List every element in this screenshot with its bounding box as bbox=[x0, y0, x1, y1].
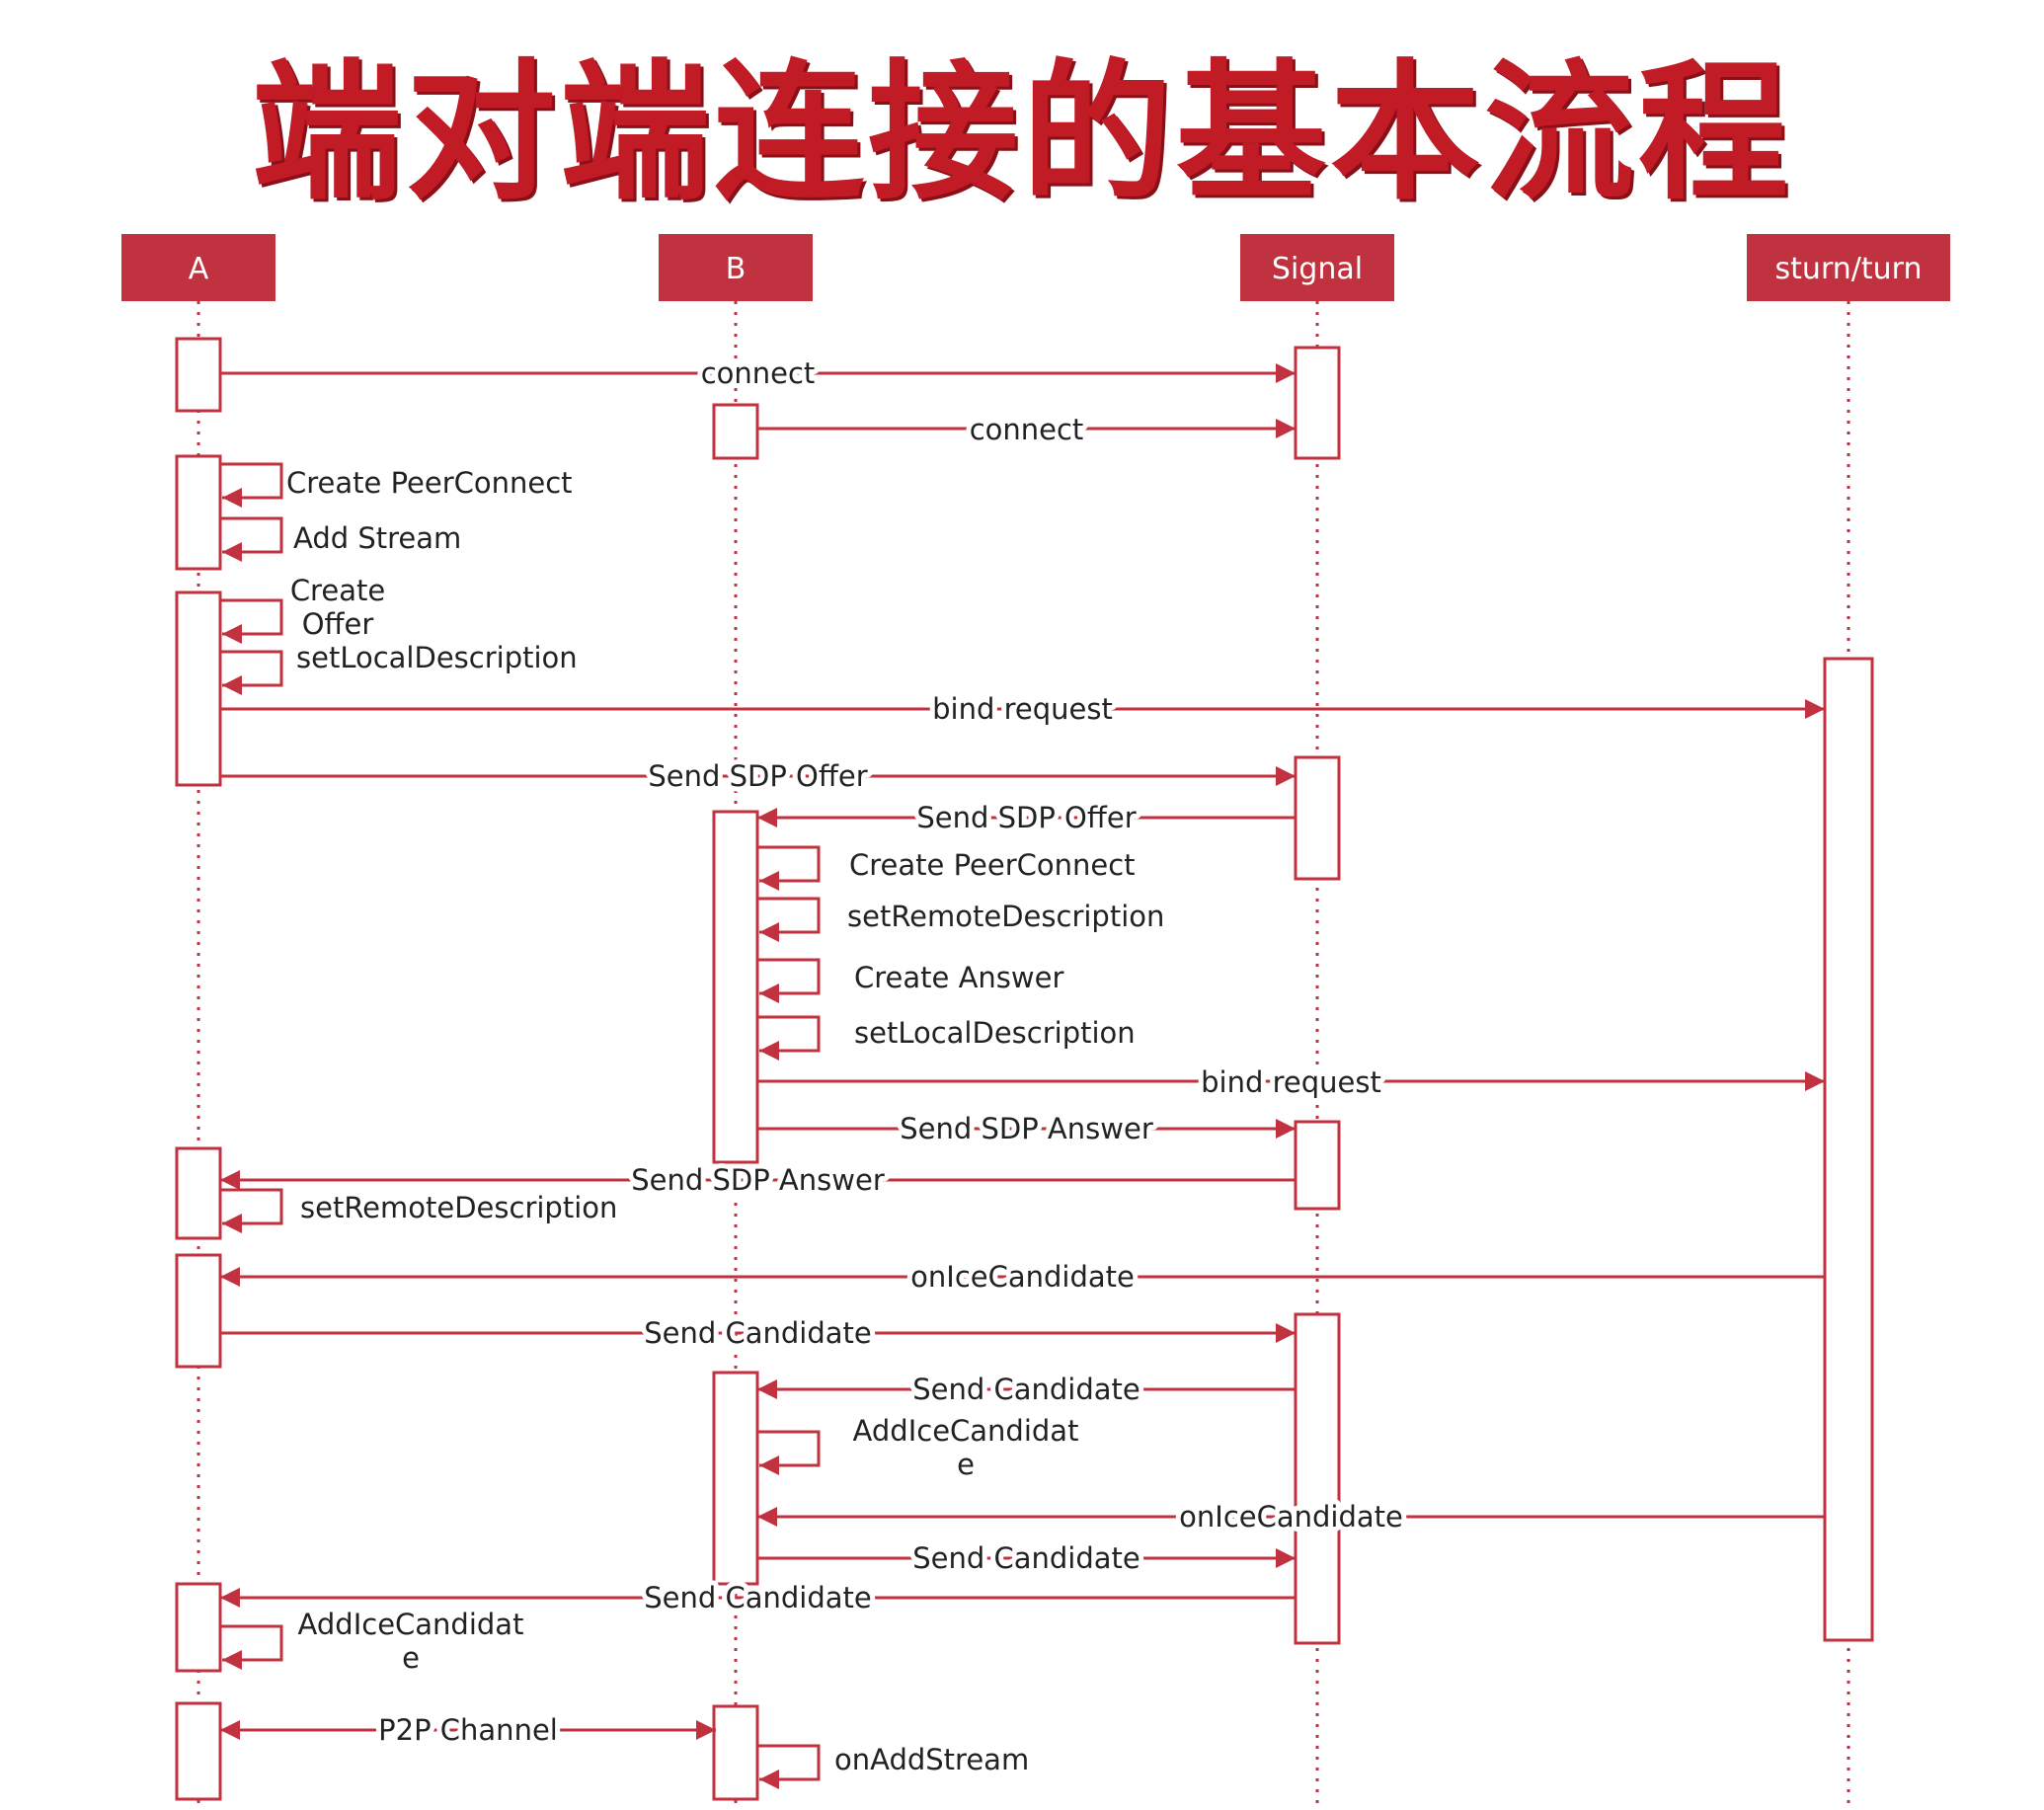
message-onicecandidate: onIceCandidate bbox=[220, 1255, 1825, 1298]
activation-box-a bbox=[175, 590, 222, 787]
self-message-arrow bbox=[757, 1015, 821, 1061]
message-bind-request: bind request bbox=[757, 1061, 1825, 1104]
participant-label-a: A bbox=[189, 252, 209, 286]
message-add-stream: Add Stream bbox=[220, 516, 461, 562]
participant-sturn-turn: sturn/turn bbox=[1747, 234, 1950, 301]
message-send-candidate: Send Candidate bbox=[220, 1576, 1296, 1619]
self-message-arrow bbox=[220, 1188, 283, 1233]
message-label: Send Candidate bbox=[912, 1541, 1140, 1575]
message-onaddstream: onAddStream bbox=[757, 1743, 1029, 1789]
activation-box-b bbox=[712, 1704, 759, 1801]
message-label: Send Candidate bbox=[912, 1373, 1140, 1406]
self-message-arrow bbox=[220, 1624, 283, 1670]
message-send-sdp-answer: Send SDP Answer bbox=[220, 1158, 1296, 1202]
message-label: Create bbox=[290, 574, 385, 607]
message-connect: connect bbox=[220, 352, 1296, 395]
participant-label-signal: Signal bbox=[1272, 252, 1363, 286]
activation-box-signal bbox=[1294, 755, 1341, 881]
message-onicecandidate: onIceCandidate bbox=[757, 1495, 1825, 1538]
message-label: bind request bbox=[1201, 1065, 1381, 1099]
message-label: connect bbox=[701, 356, 816, 390]
message-send-candidate: Send Candidate bbox=[757, 1368, 1296, 1411]
activation-box-a bbox=[175, 1582, 222, 1673]
activation-box-b bbox=[712, 810, 759, 1164]
message-label: setLocalDescription bbox=[296, 641, 578, 674]
message-setremotedescription: setRemoteDescription bbox=[757, 897, 1164, 942]
self-message-arrow bbox=[220, 462, 283, 508]
message-connect: connect bbox=[757, 408, 1296, 451]
diagram-title: 端对端连接的基本流程 bbox=[252, 45, 1792, 220]
message-label: Add Stream bbox=[293, 521, 461, 555]
participant-box-sturn-turn bbox=[1747, 234, 1950, 301]
self-message-arrow bbox=[220, 598, 283, 644]
participant-b: B bbox=[659, 234, 813, 301]
participant-label-b: B bbox=[726, 252, 747, 286]
activation-box-b bbox=[712, 1371, 759, 1586]
message-label: Send Candidate bbox=[644, 1581, 872, 1614]
message-label: onIceCandidate bbox=[1179, 1500, 1403, 1534]
activation-box-a bbox=[175, 1146, 222, 1240]
message-label: e bbox=[957, 1448, 975, 1481]
message-label: Send SDP Answer bbox=[631, 1163, 885, 1197]
self-message-arrow bbox=[757, 845, 821, 891]
message-label: setRemoteDescription bbox=[300, 1191, 617, 1224]
message-label: setLocalDescription bbox=[854, 1016, 1136, 1050]
message-label: P2P Channel bbox=[378, 1713, 558, 1747]
activation-box-a bbox=[175, 337, 222, 413]
message-label: Send SDP Answer bbox=[900, 1112, 1153, 1145]
message-label: Create PeerConnect bbox=[849, 848, 1136, 882]
message-label: bind request bbox=[932, 692, 1113, 726]
participant-box-b bbox=[659, 234, 813, 301]
activation-box-sturn-turn bbox=[1823, 657, 1874, 1642]
activation-box-a bbox=[175, 1701, 222, 1801]
activation-box-signal bbox=[1294, 346, 1341, 460]
self-message-arrow bbox=[757, 958, 821, 1003]
activation-box-a bbox=[175, 454, 222, 571]
message-label: connect bbox=[970, 413, 1084, 446]
message-send-candidate: Send Candidate bbox=[220, 1311, 1296, 1355]
message-create-answer: Create Answer bbox=[757, 958, 1063, 1003]
message-send-candidate: Send Candidate bbox=[757, 1536, 1296, 1580]
message-label: Send SDP Offer bbox=[916, 801, 1136, 834]
message-bind-request: bind request bbox=[220, 687, 1825, 731]
message-label: e bbox=[402, 1641, 420, 1675]
message-label: Offer bbox=[302, 607, 374, 641]
message-send-sdp-answer: Send SDP Answer bbox=[757, 1107, 1296, 1150]
message-label: AddIceCandidat bbox=[298, 1608, 524, 1641]
participant-a: A bbox=[121, 234, 275, 301]
self-message-arrow bbox=[220, 516, 283, 562]
message-create-peerconnect: Create PeerConnect bbox=[757, 845, 1136, 891]
message-label: Send SDP Offer bbox=[648, 759, 867, 793]
self-message-arrow bbox=[757, 1744, 821, 1789]
message-label: Create PeerConnect bbox=[286, 466, 573, 500]
activation-box-signal bbox=[1294, 1312, 1341, 1645]
activation-box-signal bbox=[1294, 1120, 1341, 1211]
message-label: AddIceCandidat bbox=[853, 1414, 1079, 1448]
message-setlocaldescription: setLocalDescription bbox=[220, 641, 578, 695]
message-p2p-channel: P2P Channel bbox=[220, 1708, 716, 1752]
self-message-arrow bbox=[220, 650, 283, 695]
message-create-peerconnect: Create PeerConnect bbox=[220, 462, 573, 508]
message-setremotedescription: setRemoteDescription bbox=[220, 1188, 617, 1233]
activation-box-b bbox=[712, 403, 759, 460]
message-label: onAddStream bbox=[834, 1743, 1029, 1776]
participant-box-a bbox=[121, 234, 275, 301]
self-message-arrow bbox=[757, 897, 821, 942]
message-label: Create Answer bbox=[854, 961, 1063, 994]
participant-label-sturn-turn: sturn/turn bbox=[1775, 252, 1923, 286]
message-setlocaldescription: setLocalDescription bbox=[757, 1015, 1136, 1061]
message-send-sdp-offer: Send SDP Offer bbox=[220, 754, 1296, 798]
message-send-sdp-offer: Send SDP Offer bbox=[757, 796, 1296, 839]
participant-signal: Signal bbox=[1240, 234, 1394, 301]
self-message-arrow bbox=[757, 1430, 821, 1475]
message-label: Send Candidate bbox=[644, 1316, 872, 1350]
participant-box-signal bbox=[1240, 234, 1394, 301]
message-label: onIceCandidate bbox=[910, 1260, 1135, 1294]
message-label: setRemoteDescription bbox=[847, 900, 1164, 933]
activation-box-a bbox=[175, 1253, 222, 1369]
